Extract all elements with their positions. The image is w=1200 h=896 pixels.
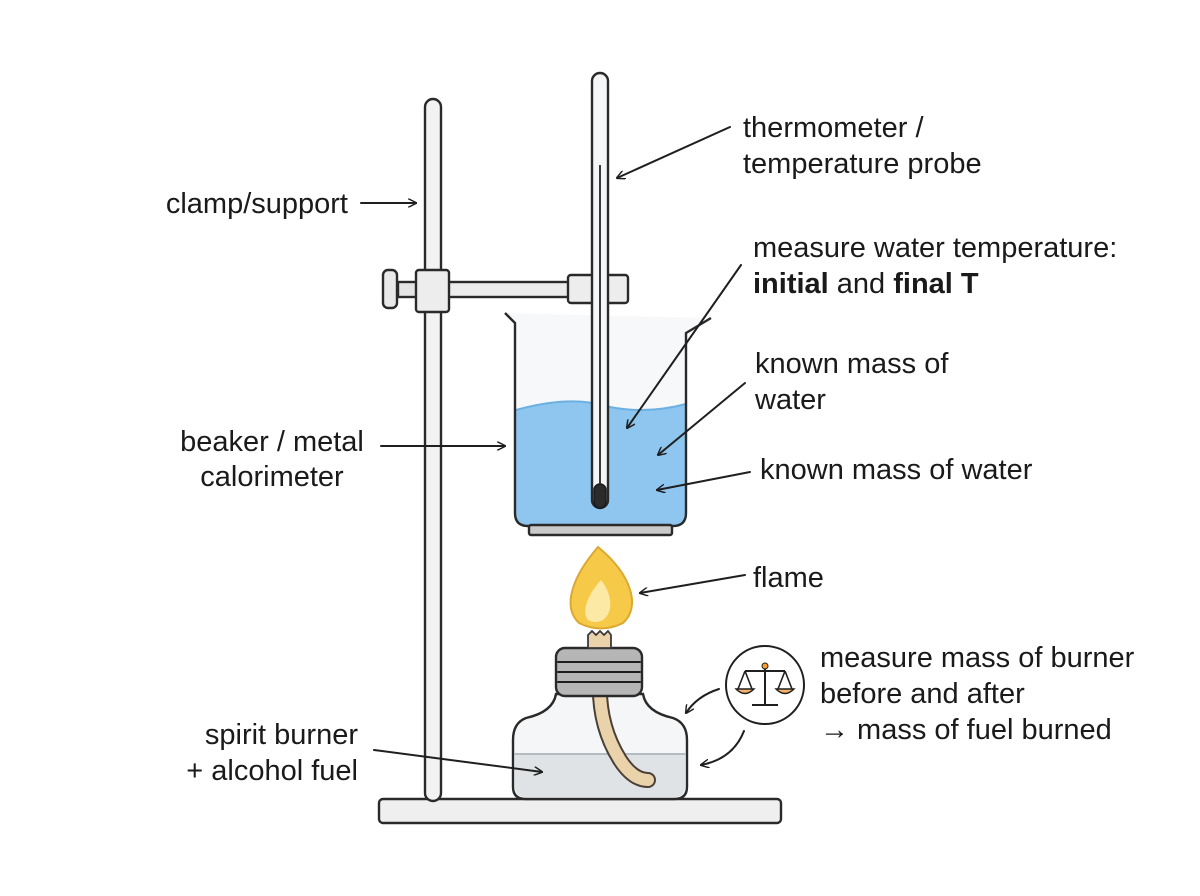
arrow-balance-to-fuel bbox=[701, 730, 745, 765]
burner-wick-tube-fill bbox=[593, 674, 654, 786]
leader-lines bbox=[360, 126, 751, 772]
label-spirit-line2: + alcohol fuel bbox=[186, 755, 358, 787]
label-known-mass-single: known mass of water bbox=[760, 454, 1033, 486]
beaker-base-plate bbox=[527, 523, 674, 537]
burner-fuel bbox=[515, 754, 685, 797]
arrow-measure-temp bbox=[627, 264, 742, 428]
arrow-spirit-burner bbox=[373, 749, 542, 772]
arrow-thermometer bbox=[617, 126, 731, 178]
flame-inner bbox=[585, 580, 611, 622]
label-final-t: final T bbox=[893, 268, 979, 300]
thermometer-bulb bbox=[593, 483, 607, 509]
label-thermometer-line1: thermometer / bbox=[743, 112, 924, 144]
label-measure-temp-line2: initial and final T bbox=[753, 268, 979, 300]
label-and: and bbox=[829, 268, 894, 300]
label-burner-mass-line1: measure mass of burner bbox=[820, 642, 1135, 674]
labels: thermometer / temperature probe clamp/su… bbox=[166, 112, 1135, 787]
arrow-known-mass-upper bbox=[658, 382, 746, 455]
label-known-mass-line2: water bbox=[754, 384, 826, 416]
label-burner-mass-line3: → mass of fuel burned bbox=[820, 714, 1112, 746]
clamp-arm bbox=[443, 280, 577, 299]
clamp-boss bbox=[414, 268, 451, 314]
label-known-mass-line1: known mass of bbox=[755, 348, 949, 380]
label-spirit-line1: spirit burner bbox=[205, 719, 358, 751]
label-clamp: clamp/support bbox=[166, 188, 348, 220]
stand-rod bbox=[423, 97, 443, 803]
label-measure-temp-line1: measure water temperature: bbox=[753, 232, 1117, 264]
label-flame: flame bbox=[753, 562, 824, 594]
clamp-screw-knob bbox=[381, 268, 399, 310]
spirit-burner bbox=[511, 630, 689, 801]
arrow-flame bbox=[640, 574, 746, 593]
label-burner-mass-line2: before and after bbox=[820, 678, 1025, 710]
flame bbox=[569, 545, 634, 630]
arrow-balance-to-collar bbox=[686, 688, 720, 713]
label-thermometer-line2: temperature probe bbox=[743, 148, 982, 180]
thermometer bbox=[590, 71, 610, 510]
balance-scale-icon bbox=[725, 645, 805, 725]
label-beaker-line1: beaker / metal bbox=[180, 426, 364, 458]
arrow-known-mass-lower bbox=[657, 471, 751, 490]
label-beaker-line2: calorimeter bbox=[200, 461, 344, 493]
burner-collar-ring bbox=[557, 661, 641, 683]
stand-base bbox=[377, 797, 783, 825]
burner-wick-top bbox=[587, 630, 612, 649]
label-initial: initial bbox=[753, 268, 829, 300]
